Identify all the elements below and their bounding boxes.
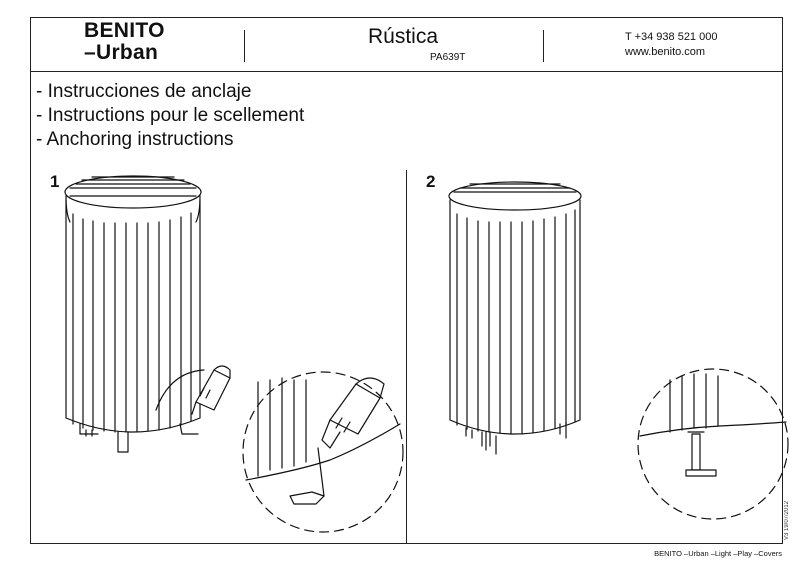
detail-circle-icon — [637, 368, 789, 520]
footer-brands: BENITO –Urban –Light –Play –Covers — [654, 549, 782, 558]
instruction-fr: - Instructions pour le scellement — [36, 105, 305, 126]
instruction-es: - Instrucciones de anclaje — [36, 81, 252, 102]
step-number-2: 2 — [426, 172, 436, 191]
litter-bin-icon — [448, 181, 582, 455]
header-separator-left — [244, 30, 245, 62]
brand-line2: –Urban — [84, 41, 159, 64]
website-link[interactable]: www.benito.com — [625, 46, 706, 58]
product-name: Rústica — [368, 25, 439, 48]
version-stamp: V3 19/07/2012 — [784, 500, 790, 540]
instruction-en: - Anchoring instructions — [36, 129, 234, 150]
header-divider — [30, 71, 783, 72]
step-divider — [406, 170, 407, 544]
litter-bin-icon — [64, 175, 202, 453]
brand-line1: BENITO — [84, 19, 165, 42]
header-separator-right — [543, 30, 544, 62]
brand-logo: BENITO –Urban — [84, 20, 165, 64]
contact-info: T +34 938 521 000 www.benito.com — [625, 30, 717, 60]
phone-number: T +34 938 521 000 — [625, 31, 718, 43]
screwdriver-icon — [155, 365, 231, 415]
instruction-titles: - Instrucciones de anclaje - Instruction… — [36, 80, 304, 152]
detail-circle-icon — [242, 371, 404, 533]
product-code: PA639T — [430, 52, 466, 63]
step-number-1: 1 — [50, 172, 60, 191]
